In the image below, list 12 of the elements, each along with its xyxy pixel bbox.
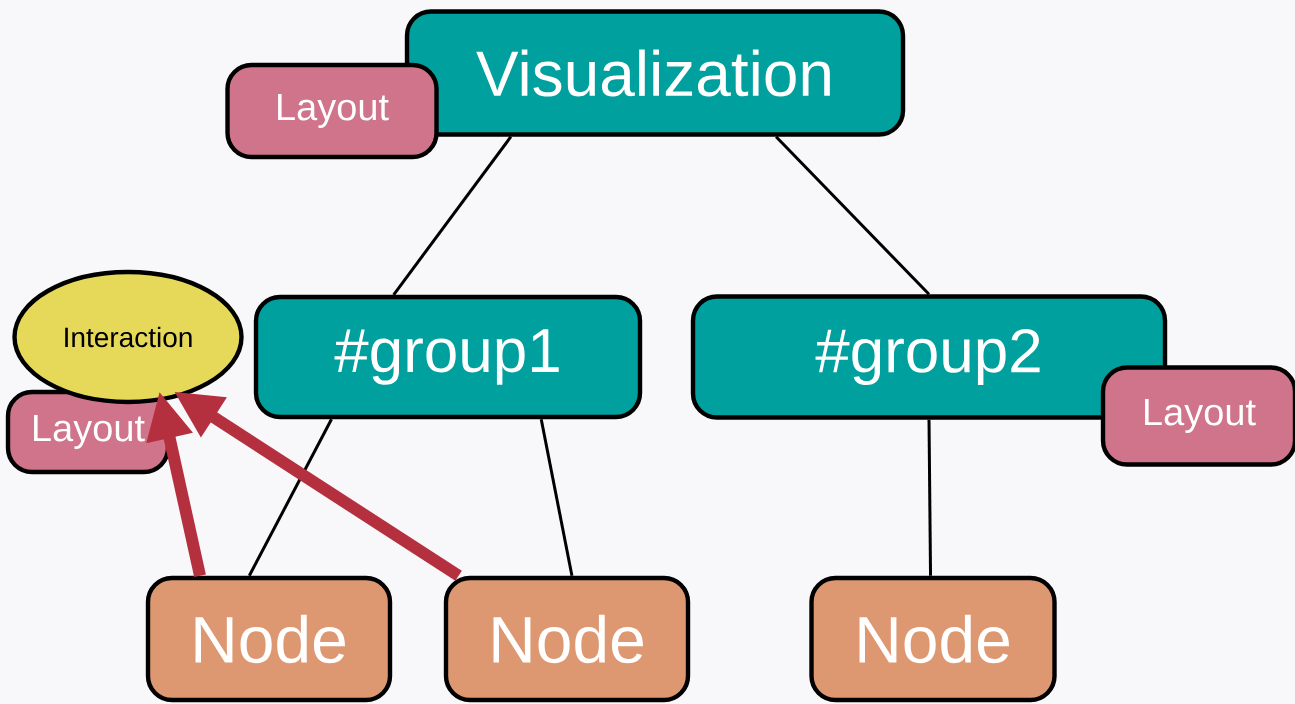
connector-line bbox=[392, 135, 513, 296]
connector-line bbox=[927, 419, 933, 576]
node-box: Node bbox=[809, 575, 1057, 703]
visualization-box: Visualization bbox=[404, 9, 906, 137]
layout-box: Layout bbox=[225, 62, 439, 160]
connector-line bbox=[775, 135, 931, 296]
connector-line bbox=[247, 418, 333, 577]
layout-box: Layout bbox=[1100, 365, 1295, 467]
connector-line bbox=[539, 418, 574, 577]
node-box: Node bbox=[145, 575, 393, 703]
group-box: #group1 bbox=[253, 294, 643, 420]
node-box: Node bbox=[443, 575, 691, 703]
